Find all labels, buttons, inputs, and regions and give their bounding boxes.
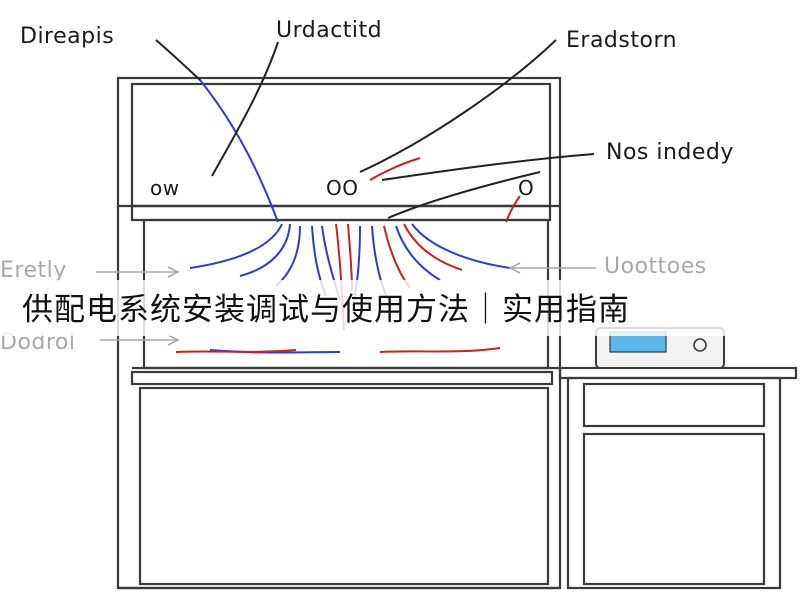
label-top-left: Direapis [20,24,115,49]
label-mid-right: Nos indedy [606,140,734,165]
callout-lines [155,39,595,219]
label-top-center: Urdactitd [276,18,383,43]
banner-title: 供配电系统安装调试与使用方法｜实用指南 [22,292,630,328]
faint-arrows [96,262,596,346]
label-hood-right: O [518,176,535,200]
monitor-knob [693,338,707,352]
label-side-right: Uoottoes [604,254,707,279]
side-cabinet [558,366,798,590]
label-hood-left: ow [150,176,180,200]
label-hood-center: OO [326,176,359,200]
label-top-right: Eradstorn [566,28,678,53]
title-banner [0,280,800,336]
label-side-left-upper: Eretly [0,258,67,283]
